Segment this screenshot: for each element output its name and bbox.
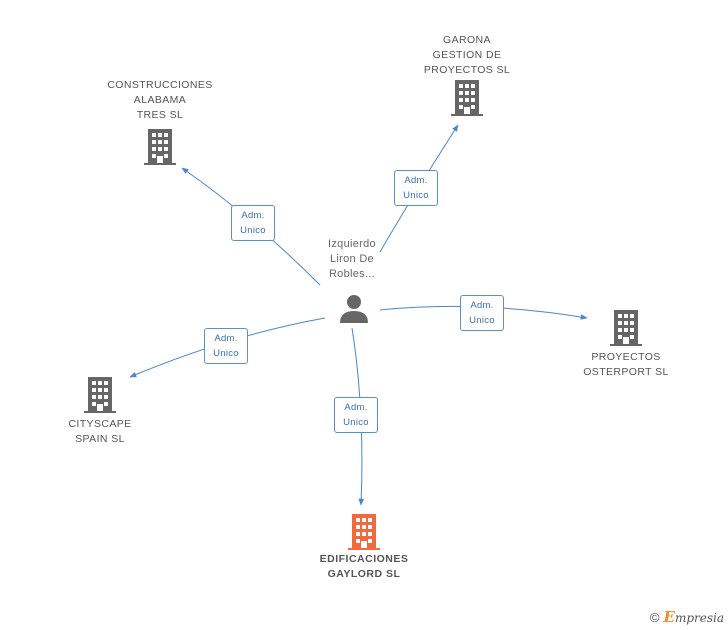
company-node-construcciones[interactable]: CONSTRUCCIONES ALABAMA TRES SL: [98, 78, 222, 165]
edge-badge-osterport[interactable]: Adm. Unico: [460, 295, 504, 331]
company-name-label: CONSTRUCCIONES ALABAMA TRES SL: [107, 79, 213, 121]
brand-name: mpresia: [674, 611, 724, 625]
edge-badge-edificaciones[interactable]: Adm. Unico: [334, 397, 378, 433]
edge-role-line1: Adm.: [241, 210, 265, 221]
brand-initial: E: [663, 608, 675, 626]
company-name-label: GARONA GESTION DE PROYECTOS SL: [423, 34, 511, 76]
edge-badge-garona[interactable]: Adm. Unico: [394, 170, 438, 206]
building-icon: [84, 377, 116, 413]
copyright-symbol: ©: [649, 609, 660, 625]
empresia-watermark: © Empresia: [650, 608, 724, 626]
company-node-edificaciones[interactable]: EDIFICACIONES GAYLORD SL: [300, 514, 428, 582]
person-node[interactable]: [338, 293, 370, 325]
building-icon: [348, 514, 380, 550]
edge-role-line1: Adm.: [404, 175, 428, 186]
company-name-label: CITYSCAPE SPAIN SL: [68, 418, 132, 445]
company-node-cityscape[interactable]: CITYSCAPE SPAIN SL: [48, 377, 152, 447]
building-icon: [610, 310, 642, 346]
building-icon: [451, 80, 483, 116]
person-name-label[interactable]: Izquierdo Liron De Robles...: [328, 238, 376, 280]
edge-badge-construcciones[interactable]: Adm. Unico: [231, 205, 275, 241]
person-icon: [340, 295, 368, 323]
company-node-osterport[interactable]: PROYECTOS OSTERPORT SL: [566, 310, 686, 380]
brand-logo: Empresia: [664, 608, 725, 626]
edge-role-line2: Unico: [403, 190, 429, 201]
edge-role-line2: Unico: [469, 315, 495, 326]
edge-badge-cityscape[interactable]: Adm. Unico: [204, 328, 248, 364]
edge-role-line2: Unico: [213, 348, 239, 359]
edge-role-line2: Unico: [240, 225, 266, 236]
company-name-label: EDIFICACIONES GAYLORD SL: [319, 553, 409, 580]
edge-role-line1: Adm.: [470, 300, 494, 311]
company-name-label: PROYECTOS OSTERPORT SL: [583, 351, 669, 378]
edge-role-line1: Adm.: [344, 402, 368, 413]
building-icon: [144, 129, 176, 165]
edge-role-line1: Adm.: [214, 333, 238, 344]
edge-role-line2: Unico: [343, 417, 369, 428]
company-node-garona[interactable]: GARONA GESTION DE PROYECTOS SL: [404, 33, 530, 116]
